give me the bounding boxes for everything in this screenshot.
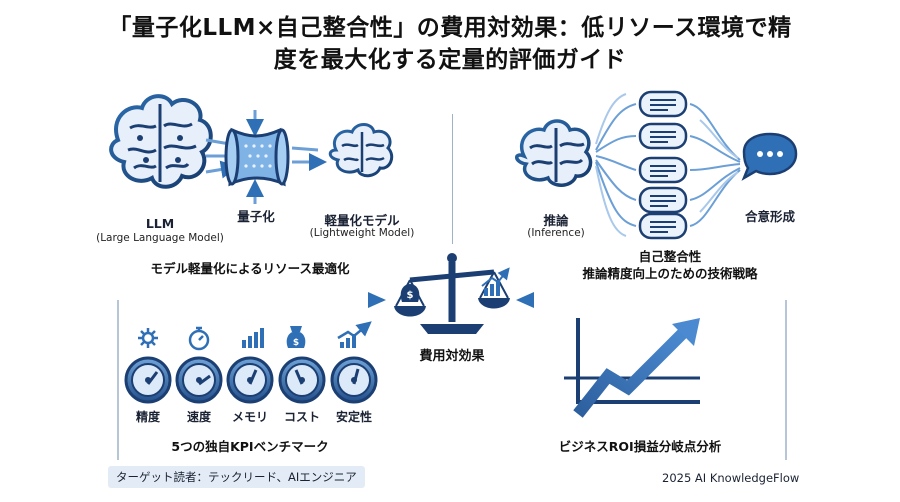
credit-text: 2025 AI KnowledgeFlow bbox=[662, 471, 800, 485]
gauge-accuracy-icon bbox=[124, 356, 172, 404]
kpi-gauges bbox=[124, 356, 378, 404]
svg-text:$: $ bbox=[293, 338, 299, 348]
consensus-label: 合意形成 bbox=[744, 209, 795, 224]
kpi-caption: 5つの独自KPIベンチマーク bbox=[171, 439, 329, 454]
roi-caption: ビジネスROI損益分岐点分析 bbox=[558, 439, 722, 454]
light-model-sub-label: (Lightweight Model) bbox=[309, 227, 415, 239]
llm-brain-icon bbox=[109, 94, 213, 189]
quantize-label: 量子化 bbox=[237, 209, 275, 224]
left-panel-caption: モデル軽量化によるリソース最適化 bbox=[150, 261, 350, 276]
page-title-line1: 「量子化LLM×自己整合性」の費用対効果：低リソース環境で精 bbox=[108, 15, 792, 41]
money-bag-icon: $ bbox=[286, 326, 306, 348]
svg-text:$: $ bbox=[407, 290, 414, 301]
llm-label: LLM bbox=[145, 216, 175, 231]
right-flow-arrow bbox=[516, 292, 787, 460]
light-model-label: 軽量化モデル bbox=[324, 213, 400, 228]
reasoning-paths bbox=[595, 93, 741, 237]
thought-bubble-icons bbox=[638, 90, 688, 240]
kpi-label-memory: メモリ bbox=[231, 410, 268, 424]
kpi-label-cost: コスト bbox=[283, 410, 320, 424]
lightweight-brain-icon bbox=[328, 123, 394, 178]
kpi-label-speed: 速度 bbox=[186, 410, 211, 424]
kpi-label-stability: 安定性 bbox=[335, 410, 372, 424]
gauge-memory-icon bbox=[226, 356, 274, 404]
gear-icon bbox=[138, 328, 158, 348]
balance-scale-icon: $ bbox=[394, 253, 510, 334]
target-reader-badge: ターゲット読者：テックリード、AIエンジニア bbox=[108, 466, 365, 488]
stopwatch-icon bbox=[188, 326, 210, 351]
cost-effectiveness-label: 費用対効果 bbox=[419, 349, 485, 364]
inference-sub-label: (Inference) bbox=[527, 227, 585, 239]
kpi-label-accuracy: 精度 bbox=[135, 410, 160, 424]
gauge-speed-icon bbox=[175, 356, 223, 404]
gauge-stability-icon bbox=[330, 356, 378, 404]
consensus-chat-icon bbox=[741, 132, 798, 181]
inference-brain-icon bbox=[515, 119, 593, 187]
page-title-line2: 度を最大化する定量的評価ガイド bbox=[273, 47, 627, 73]
trend-chart-icon bbox=[337, 321, 372, 348]
self-consistency-title: 自己整合性 bbox=[638, 249, 702, 264]
roi-chart-icon bbox=[564, 318, 700, 418]
inference-label: 推論 bbox=[543, 213, 569, 228]
left-flow-arrow bbox=[117, 292, 386, 460]
quantization-funnel-icon bbox=[224, 127, 290, 187]
llm-sub-label: (Large Language Model) bbox=[96, 232, 224, 244]
gauge-cost-icon bbox=[278, 356, 326, 404]
center-divider bbox=[452, 114, 453, 244]
bar-chart-icon bbox=[242, 328, 264, 348]
self-consistency-caption: 推論精度向上のための技術戦略 bbox=[582, 266, 758, 281]
